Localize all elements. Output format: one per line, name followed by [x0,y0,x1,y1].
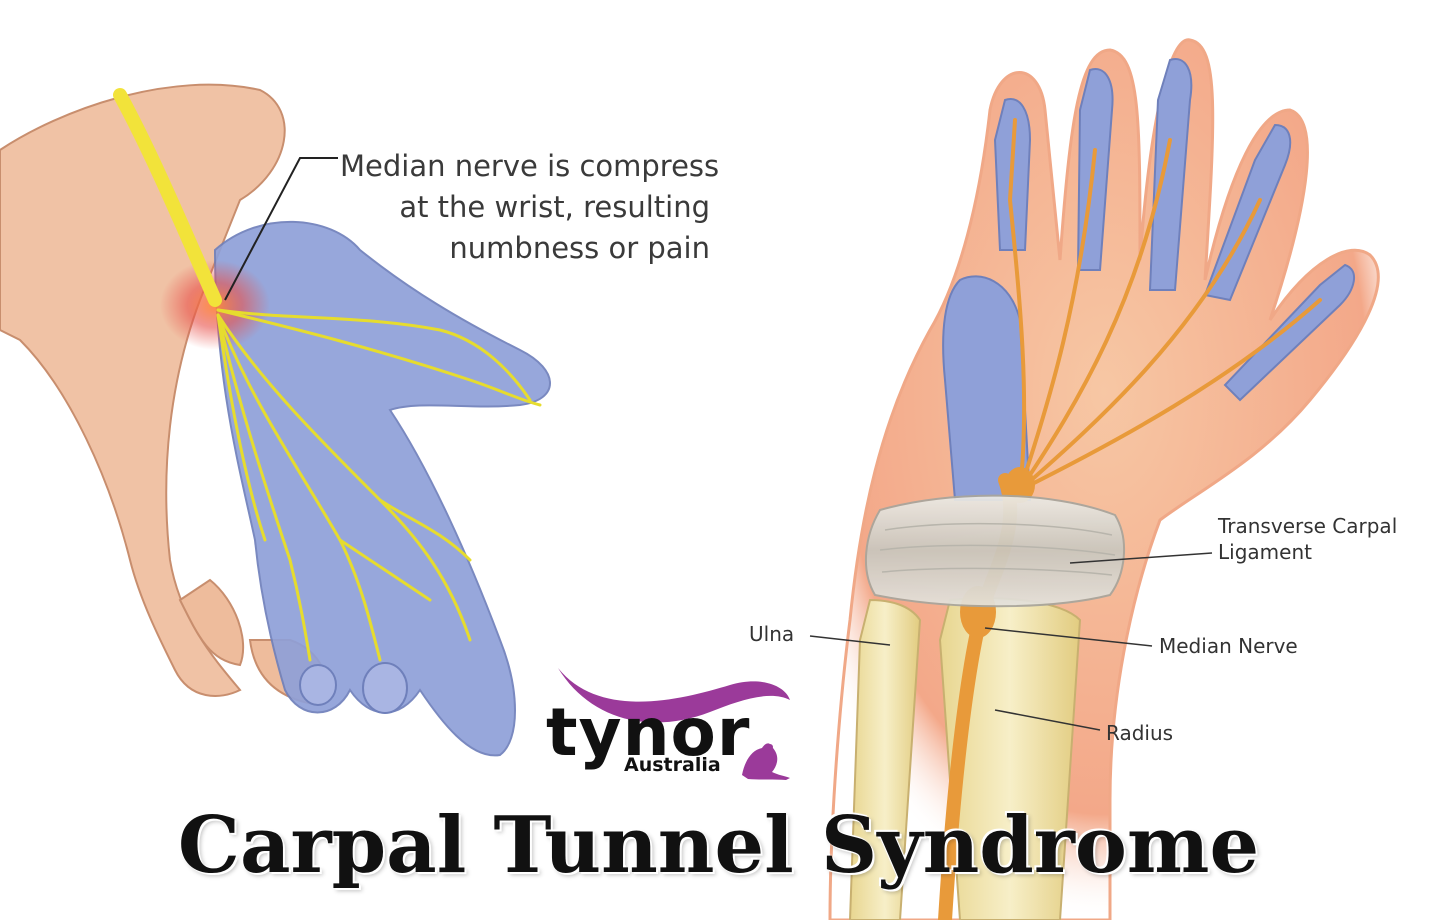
anatomy-hand-illustration [809,38,1380,920]
label-ligament: Ligament [1218,540,1312,564]
page-title: Carpal Tunnel Syndrome [177,800,1260,891]
brand-logo-subtext: Australia [624,754,721,776]
label-ulna: Ulna [749,622,795,646]
median-nerve-callout: Median nerve is compress at the wrist, r… [340,146,720,269]
callout-line-2: at the wrist, resulting [399,190,710,224]
brand-swoosh [558,668,790,723]
callout-line-3: numbness or pain [449,231,710,265]
left-hand-illustration [0,83,551,757]
kangaroo-icon [742,743,790,780]
callout-line-1: Median nerve is compress [340,149,720,183]
label-transverse-carpal: Transverse Carpal [1218,514,1398,538]
label-median-nerve: Median Nerve [1159,634,1298,658]
label-radius: Radius [1106,721,1174,745]
brand-logo-text: tynor [546,694,751,771]
